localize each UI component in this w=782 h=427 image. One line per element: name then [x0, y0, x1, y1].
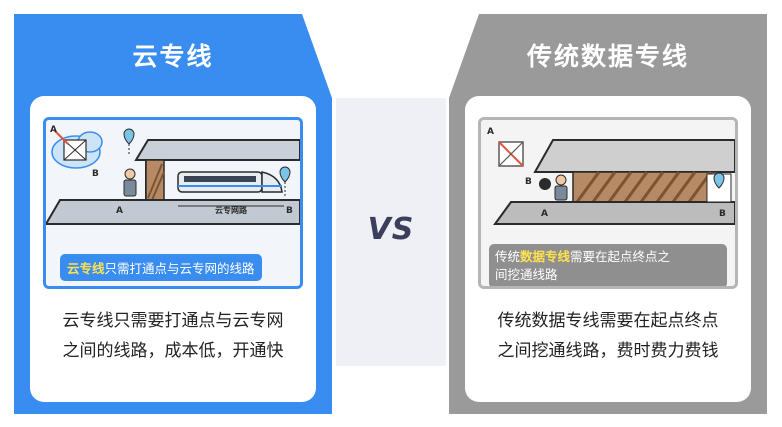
ground-point-a: A — [116, 206, 123, 216]
cloud-line-card: 云专网路 A B — [30, 96, 316, 402]
cloud-line-banner-highlight: 云专线 — [67, 261, 105, 276]
cloud-line-title: 云专线 — [132, 42, 214, 71]
vs-divider: VS — [336, 98, 446, 366]
train-icon — [177, 171, 283, 193]
traditional-line-card: A B A B 传统数据专线需要在起点终点之 间挖通线路 — [465, 96, 751, 402]
box-point-b: B — [525, 177, 532, 187]
location-pin-icon — [279, 166, 291, 198]
traditional-line-panel: 传统数据专线 — [449, 14, 767, 414]
ground-point-b: B — [286, 206, 293, 216]
traditional-line-caption-line1: 传统数据专线需要在起点终点 — [497, 311, 719, 331]
vs-label: VS — [367, 212, 415, 247]
worker-icon — [539, 174, 568, 201]
cloud-icon — [51, 129, 103, 169]
cloud-point-b: B — [92, 169, 99, 179]
location-pin-icon — [123, 128, 135, 156]
ground-point-b: B — [719, 209, 726, 219]
endpoint-box-icon — [498, 141, 524, 167]
cloud-line-panel: 云专线 — [14, 14, 332, 414]
cloud-line-caption-line2: 之间的线路，成本低，开通快 — [62, 341, 284, 361]
ground-point-a: A — [541, 209, 548, 219]
excavation-hatch — [572, 171, 720, 203]
traditional-line-illustration: A B A B 传统数据专线需要在起点终点之 间挖通线路 — [478, 117, 738, 289]
traditional-line-caption: 传统数据专线需要在起点终点 之间挖通线路，费时费力费钱 — [465, 306, 751, 366]
traditional-line-caption-line2: 之间挖通线路，费时费力费钱 — [497, 341, 719, 361]
cloud-line-banner: 云专线只需打通点与云专网的线路 — [60, 254, 262, 281]
traditional-banner-line2: 间挖通线路 — [495, 267, 558, 282]
traditional-line-banner: 传统数据专线需要在起点终点之 间挖通线路 — [489, 244, 727, 286]
traditional-banner-rest: 需要在起点终点之 — [570, 249, 671, 264]
traditional-line-title: 传统数据专线 — [526, 42, 689, 71]
cloud-line-caption: 云专线只需要打通点与云专网 之间的线路，成本低，开通快 — [30, 306, 316, 366]
cloud-line-caption-line1: 云专线只需要打通点与云专网 — [62, 311, 284, 331]
traditional-banner-pre: 传统 — [495, 249, 521, 264]
worker-icon — [123, 168, 137, 197]
cloud-line-illustration: 云专网路 A B — [43, 117, 303, 289]
cloud-point-a: A — [50, 125, 57, 135]
road-label: 云专网路 — [215, 205, 248, 215]
box-point-a: A — [487, 127, 494, 137]
traditional-banner-highlight: 数据专线 — [520, 249, 571, 264]
location-pin-icon — [706, 172, 732, 203]
cloud-line-banner-text: 只需打通点与云专网的线路 — [104, 261, 255, 276]
